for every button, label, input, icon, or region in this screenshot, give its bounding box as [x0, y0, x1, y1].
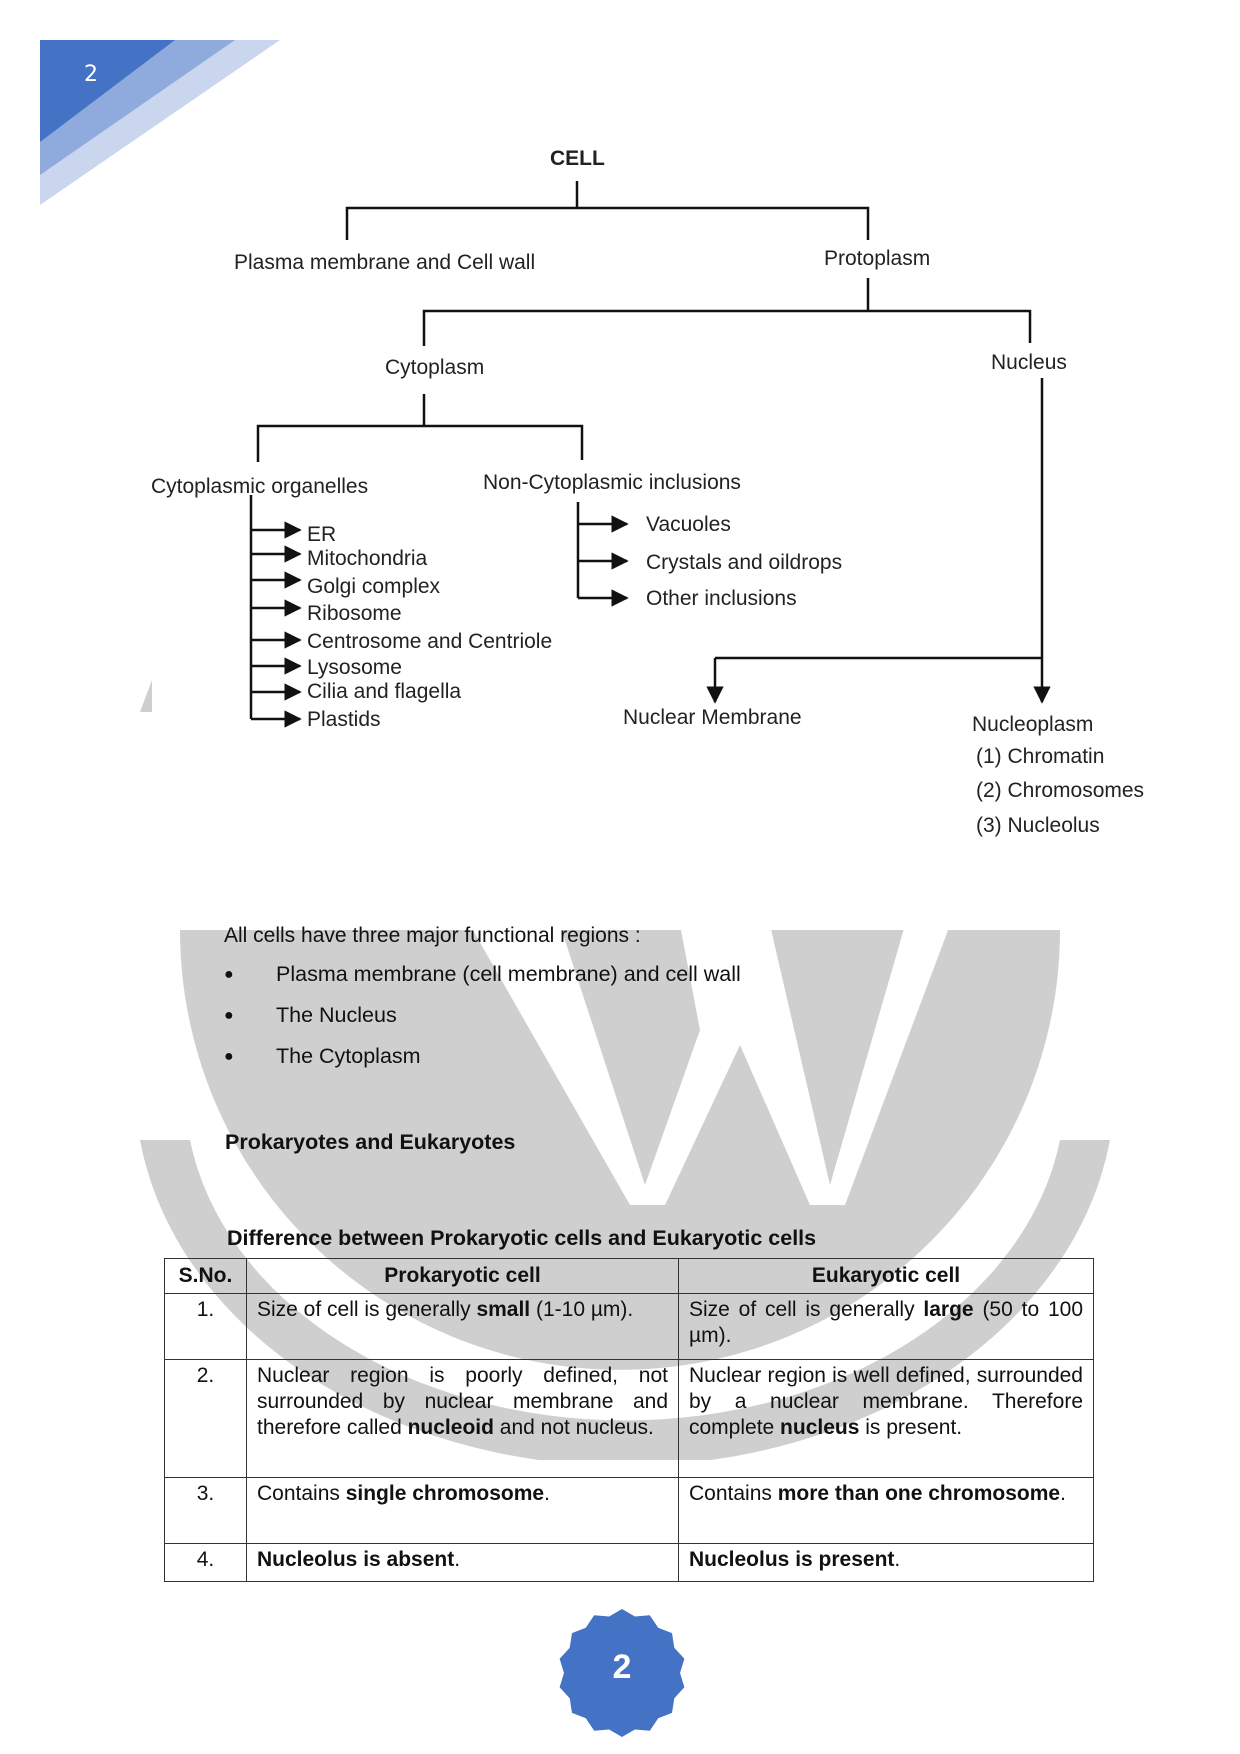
nucleoplasm-item: (3) Nucleolus [976, 814, 1100, 837]
column-header: S.No. [164, 1258, 247, 1294]
table-row: 3. Contains single chromosome. Contains … [164, 1477, 1094, 1544]
organelle-item: Centrosome and Centriole [307, 630, 553, 653]
eukaryotic-cell: Nucleolus is present. [678, 1543, 1094, 1582]
regions-list: ● Plasma membrane (cell membrane) and cel… [224, 954, 741, 1077]
inclusion-item: Other inclusions [646, 587, 797, 610]
cell-text: Nuclear region is poorly defined, not su… [257, 1364, 668, 1439]
cell-emphasis: Nucleolus is present [689, 1548, 895, 1571]
nucleoplasm-item: (2) Chromosomes [976, 779, 1145, 802]
table-row: 1. Size of cell is generally small (1-10… [164, 1293, 1094, 1360]
cell-text: (1-10 µm). [530, 1298, 634, 1321]
nucleoplasm-label: Nucleoplasm [972, 713, 1094, 736]
cell-text: Contains [257, 1482, 346, 1505]
section-heading: Prokaryotes and Eukaryotes [225, 1130, 516, 1154]
column-header: Eukaryotic cell [678, 1258, 1094, 1294]
cell-text: Contains [689, 1482, 778, 1505]
intro-text: All cells have three major functional re… [224, 924, 641, 947]
cell-text: is present. [859, 1416, 963, 1439]
cell-text: Nuclear region is well defined, surround… [689, 1364, 1083, 1439]
footer-page-number: 2 [612, 1648, 632, 1686]
nucleoplasm-item: (1) Chromatin [976, 745, 1105, 768]
cytoplasmic-organelles-label: Cytoplasmic organelles [151, 475, 369, 498]
cell-text: (50 to 100 µm). [689, 1298, 1083, 1347]
cell-text: . [1060, 1482, 1066, 1505]
nucleus-label: Nucleus [991, 351, 1067, 374]
cell-text: Size of cell is generally [257, 1298, 477, 1321]
eukaryotic-cell: Contains more than one chromosome. [678, 1477, 1094, 1544]
diagram-root-label: CELL [550, 147, 605, 170]
protoplasm-label: Protoplasm [824, 247, 931, 270]
corner-page-number: 2 [84, 62, 98, 87]
eukaryotic-cell: Nuclear region is well defined, surround… [678, 1359, 1094, 1478]
serial-number-cell: 3. [164, 1477, 247, 1544]
cell-text: and not nucleus. [493, 1416, 654, 1439]
table-heading: Difference between Prokaryotic cells and… [227, 1226, 817, 1250]
inclusion-item: Crystals and oildrops [646, 551, 843, 574]
cell-emphasis: more than one chromosome [777, 1482, 1061, 1505]
serial-number-cell: 4. [164, 1543, 247, 1582]
cell-text: Size of cell is generally [689, 1298, 924, 1321]
prokaryotic-cell: Nucleolus is absent. [246, 1543, 679, 1582]
cell-emphasis: nucleus [780, 1416, 860, 1439]
organelle-item: ER [307, 523, 337, 546]
bullet-icon: ● [224, 1006, 234, 1024]
cell-text: . [894, 1548, 901, 1571]
serial-number-cell: 2. [164, 1359, 247, 1478]
cytoplasm-label: Cytoplasm [385, 356, 485, 379]
corner-decoration [40, 40, 280, 205]
prokaryotic-cell: Nuclear region is poorly defined, not su… [246, 1359, 679, 1478]
inclusion-item: Vacuoles [646, 513, 731, 536]
column-header: Prokaryotic cell [246, 1258, 679, 1294]
cell-emphasis: Nucleolus is absent [257, 1548, 455, 1571]
table-row: 4. Nucleolus is absent. Nucleolus is pre… [164, 1543, 1094, 1582]
bullet-icon: ● [224, 965, 234, 983]
list-item-text: Plasma membrane (cell membrane) and cell… [276, 962, 741, 986]
serial-number-cell: 1. [164, 1293, 247, 1360]
organelle-item: Mitochondria [307, 547, 428, 570]
list-item: ● The Cytoplasm [224, 1036, 741, 1077]
list-item-text: The Nucleus [276, 1003, 397, 1027]
organelle-item: Plastids [307, 708, 381, 731]
nuclear-membrane-label: Nuclear Membrane [623, 706, 802, 729]
plasma-membrane-label: Plasma membrane and Cell wall [234, 251, 536, 274]
organelle-item: Cilia and flagella [307, 680, 462, 703]
table-row: 2. Nuclear region is poorly defined, not… [164, 1359, 1094, 1478]
cell-text: . [544, 1482, 550, 1505]
cell-emphasis: nucleoid [407, 1416, 494, 1439]
comparison-table: S.No. Prokaryotic cell Eukaryotic cell 1… [164, 1258, 1094, 1582]
cell-emphasis: single chromosome [345, 1482, 545, 1505]
eukaryotic-cell: Size of cell is generally large (50 to 1… [678, 1293, 1094, 1360]
organelle-item: Ribosome [307, 602, 402, 625]
prokaryotic-cell: Size of cell is generally small (1-10 µm… [246, 1293, 679, 1360]
bullet-icon: ● [224, 1047, 234, 1065]
cell-text: . [454, 1548, 461, 1571]
organelle-item: Lysosome [307, 656, 402, 679]
page-number-badge [559, 1609, 685, 1737]
cell-tree-connectors [249, 181, 1051, 728]
table-header-row: S.No. Prokaryotic cell Eukaryotic cell [164, 1258, 1094, 1294]
list-item: ● The Nucleus [224, 995, 741, 1036]
cell-emphasis: large [923, 1298, 974, 1321]
list-item: ● Plasma membrane (cell membrane) and cel… [224, 954, 741, 995]
organelle-item: Golgi complex [307, 575, 441, 598]
prokaryotic-cell: Contains single chromosome. [246, 1477, 679, 1544]
list-item-text: The Cytoplasm [276, 1044, 421, 1068]
cell-emphasis: small [476, 1298, 531, 1321]
non-cytoplasmic-inclusions-label: Non-Cytoplasmic inclusions [483, 471, 741, 494]
